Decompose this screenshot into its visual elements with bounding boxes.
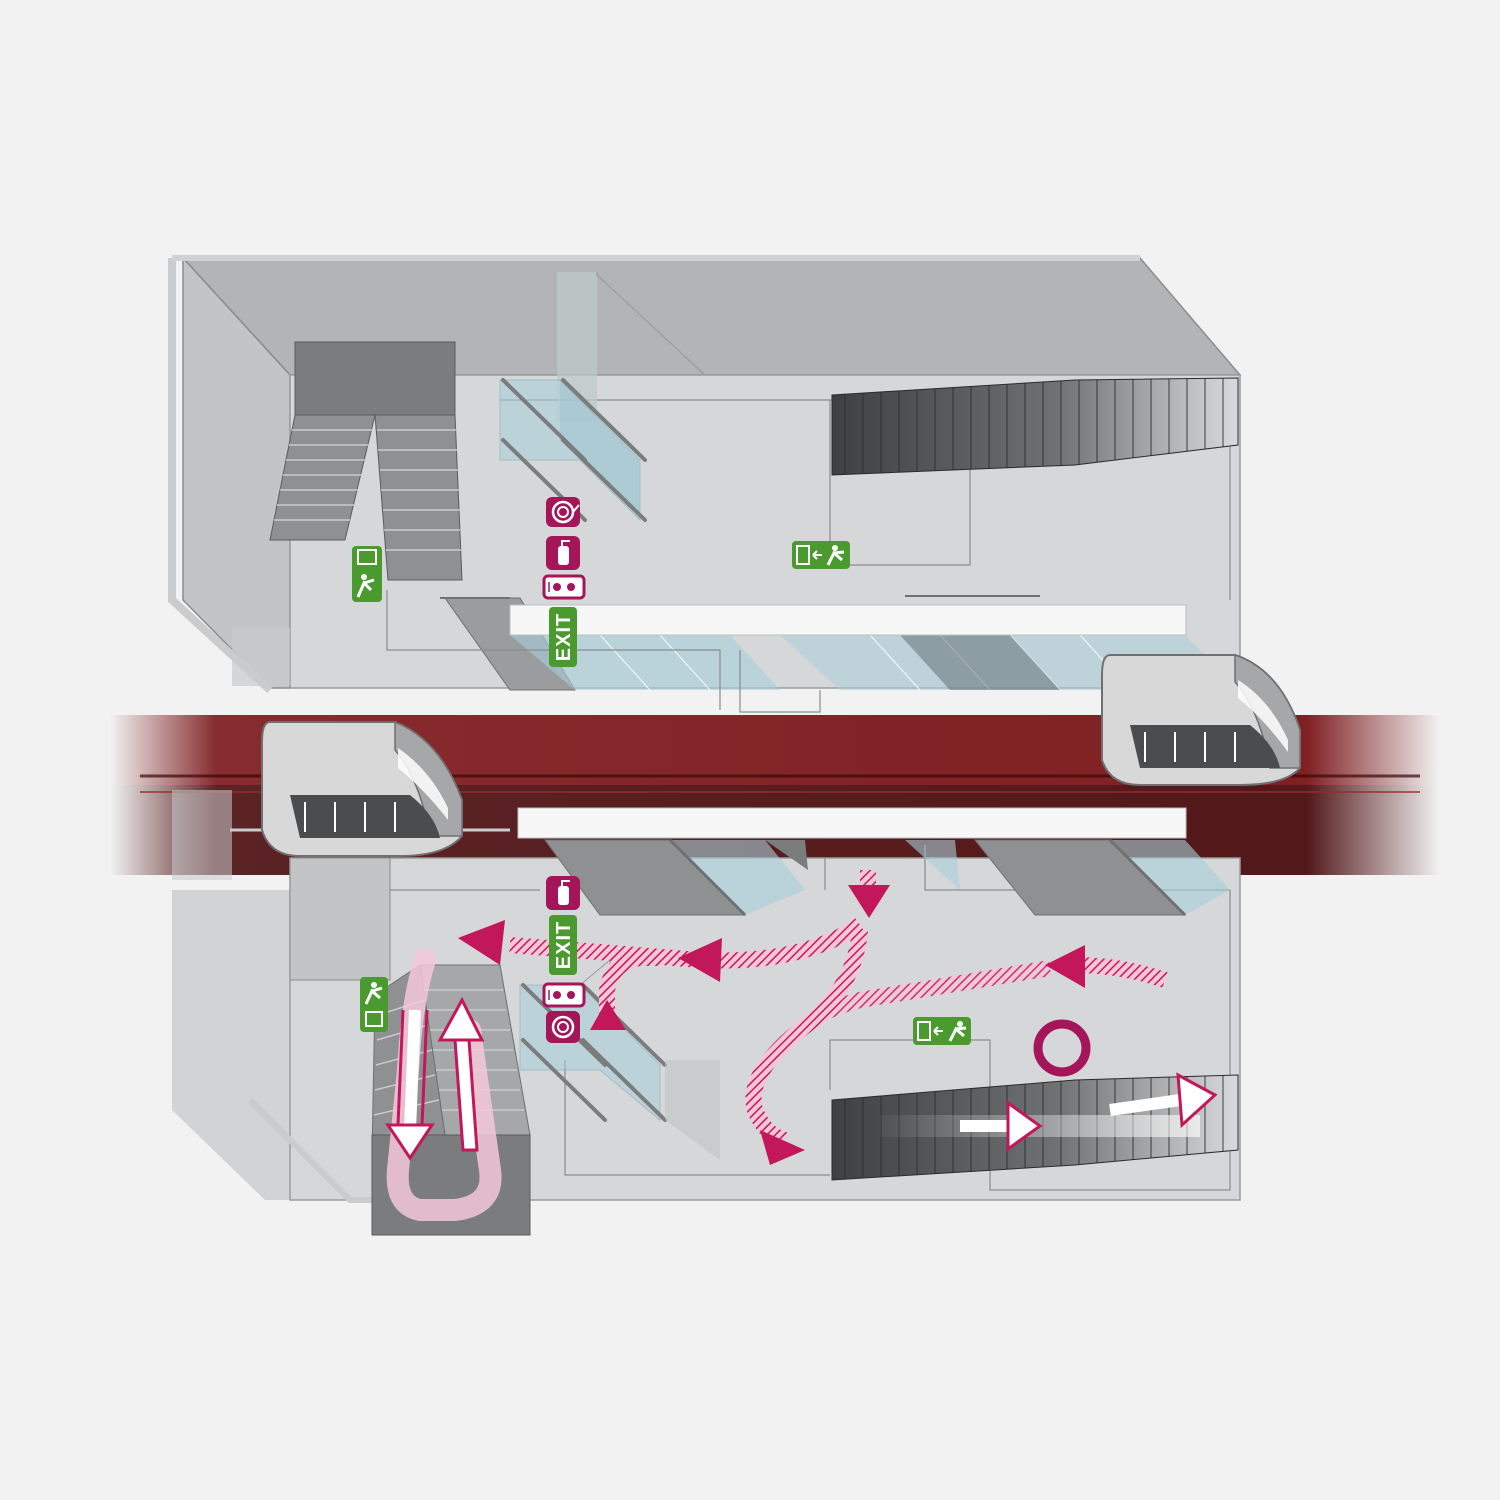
upper-escalator-right — [831, 377, 1239, 476]
upper-staircase — [269, 341, 463, 581]
evac-arrowhead-from-right — [1045, 945, 1085, 988]
fire-extinguisher-icon — [546, 536, 580, 570]
evac-arrowhead-left-2 — [678, 938, 722, 982]
evac-escalator-arrow-2 — [1109, 1094, 1181, 1116]
evac-arrow-up-escalator — [599, 950, 660, 1030]
track-side-wall — [172, 790, 232, 880]
lower-room-outline-2 — [564, 1060, 830, 1176]
upper-signs: EXIT — [352, 497, 850, 667]
evac-stair-down-arrowhead — [385, 1123, 435, 1161]
evac-stair-down-arrow — [404, 1009, 421, 1131]
train-right — [1101, 653, 1301, 786]
upper-platform-slab — [509, 604, 1187, 636]
evac-arrow-curve-down — [745, 929, 868, 1148]
evac-stair-up-arrow — [456, 1034, 476, 1151]
assembly-circle-icon — [1033, 1019, 1091, 1077]
upper-level — [168, 255, 1242, 713]
evac-arrowhead-curve-down — [760, 1130, 805, 1165]
upper-exit-sign: EXIT — [549, 607, 577, 667]
evac-escalator-arrowhead-1 — [1006, 1100, 1043, 1152]
evac-stair-down-arrow-outline — [396, 1009, 429, 1126]
train-left — [261, 720, 463, 857]
lower-room-outline-3 — [829, 845, 1231, 1191]
lower-exit-sign: EXIT — [549, 915, 577, 975]
evac-stair-up-arrow-outline — [453, 1039, 479, 1152]
fire-hose-reel-icon-lower — [546, 1011, 580, 1043]
evac-stair-u-route — [386, 949, 502, 1221]
upper-glass-escalators — [499, 378, 647, 522]
evac-arrowhead-up-escalator — [590, 1000, 626, 1030]
evac-arrowhead-down-top — [848, 885, 890, 918]
running-man-exit-icon — [352, 546, 382, 602]
lower-left-wall — [172, 890, 290, 1200]
fire-extinguisher-icon-lower — [546, 876, 580, 910]
running-man-exit-icon-horizontal — [792, 541, 850, 569]
fire-alarm-panel-icon-lower — [542, 982, 586, 1008]
evac-escalator-arrowhead-2 — [1176, 1072, 1218, 1129]
upper-partition — [596, 272, 706, 376]
lower-platform-blocks — [544, 838, 1230, 917]
evacuation-routes — [385, 870, 1218, 1221]
upper-room-outline-2 — [829, 400, 971, 566]
running-man-exit-icon-lower-horizontal — [913, 1017, 971, 1045]
fire-alarm-panel-icon — [542, 574, 586, 600]
lower-platform-slab — [517, 807, 1187, 839]
lower-left-niche — [289, 857, 391, 981]
lower-exit-label: EXIT — [553, 921, 575, 969]
evac-stair-up-arrowhead — [437, 996, 485, 1042]
fire-hose-reel-icon — [546, 497, 580, 527]
upper-left-wall — [182, 256, 291, 689]
lower-signs: EXIT — [360, 876, 971, 1045]
upper-exit-label: EXIT — [553, 613, 575, 661]
running-man-exit-icon-lower — [360, 977, 388, 1032]
evac-arrowhead-left-1 — [458, 920, 505, 965]
